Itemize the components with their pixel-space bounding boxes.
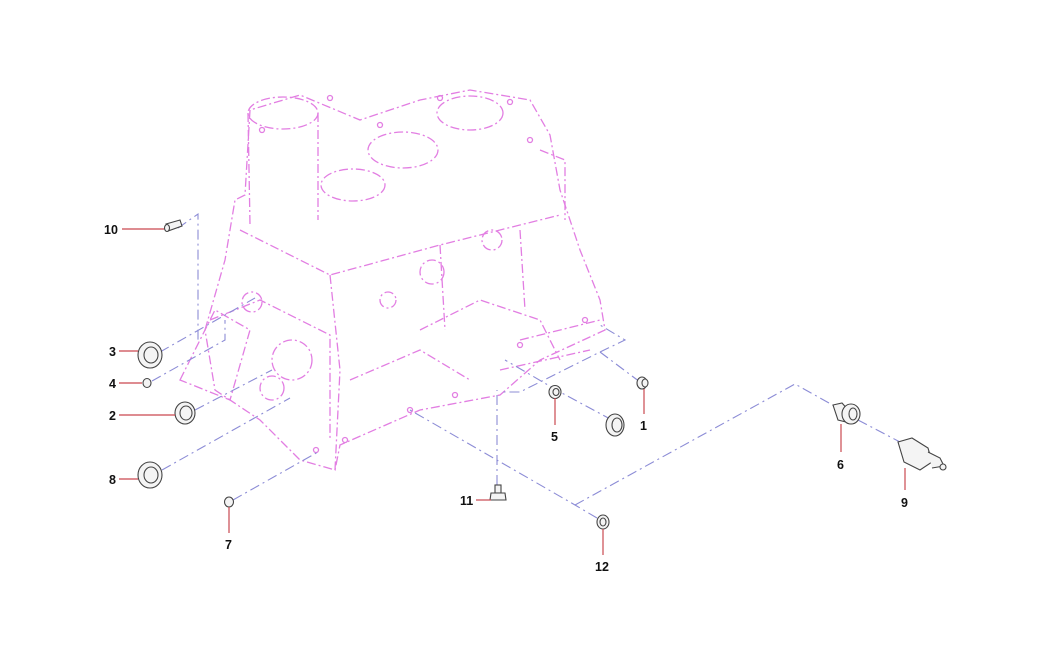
callout-8: 8 <box>109 473 116 487</box>
part-1-plug[interactable] <box>636 376 649 390</box>
engine-block-outline <box>179 89 606 471</box>
callout-2: 2 <box>109 409 116 423</box>
part-5-nut[interactable] <box>548 384 562 400</box>
part-6-adapter[interactable] <box>832 402 861 425</box>
callout-10: 10 <box>104 223 118 237</box>
callout-4: 4 <box>109 377 116 391</box>
part-10-dowel-pin[interactable] <box>163 219 183 233</box>
callout-3: 3 <box>109 345 116 359</box>
part-2-oil-seal[interactable] <box>174 401 196 425</box>
assembly-leader-lines <box>151 212 901 519</box>
callout-9: 9 <box>901 496 908 510</box>
part-seal-washer[interactable] <box>605 413 625 437</box>
part-9-oil-pressure-switch[interactable] <box>897 437 947 471</box>
part-3-oil-seal[interactable] <box>137 341 163 369</box>
part-12-washer[interactable] <box>596 514 610 530</box>
callout-11: 11 <box>460 494 473 508</box>
callout-12: 12 <box>595 560 609 574</box>
part-8-oil-seal[interactable] <box>137 461 163 489</box>
callout-5: 5 <box>551 430 558 444</box>
part-11-drain-bolt[interactable] <box>489 484 507 501</box>
callout-7: 7 <box>225 538 232 552</box>
callout-6: 6 <box>837 458 844 472</box>
callout-1: 1 <box>640 419 647 433</box>
part-7-nut[interactable] <box>223 496 235 508</box>
block-bolt-holes <box>258 94 589 454</box>
callout-lines <box>119 228 906 555</box>
part-4-plug[interactable] <box>142 377 152 389</box>
